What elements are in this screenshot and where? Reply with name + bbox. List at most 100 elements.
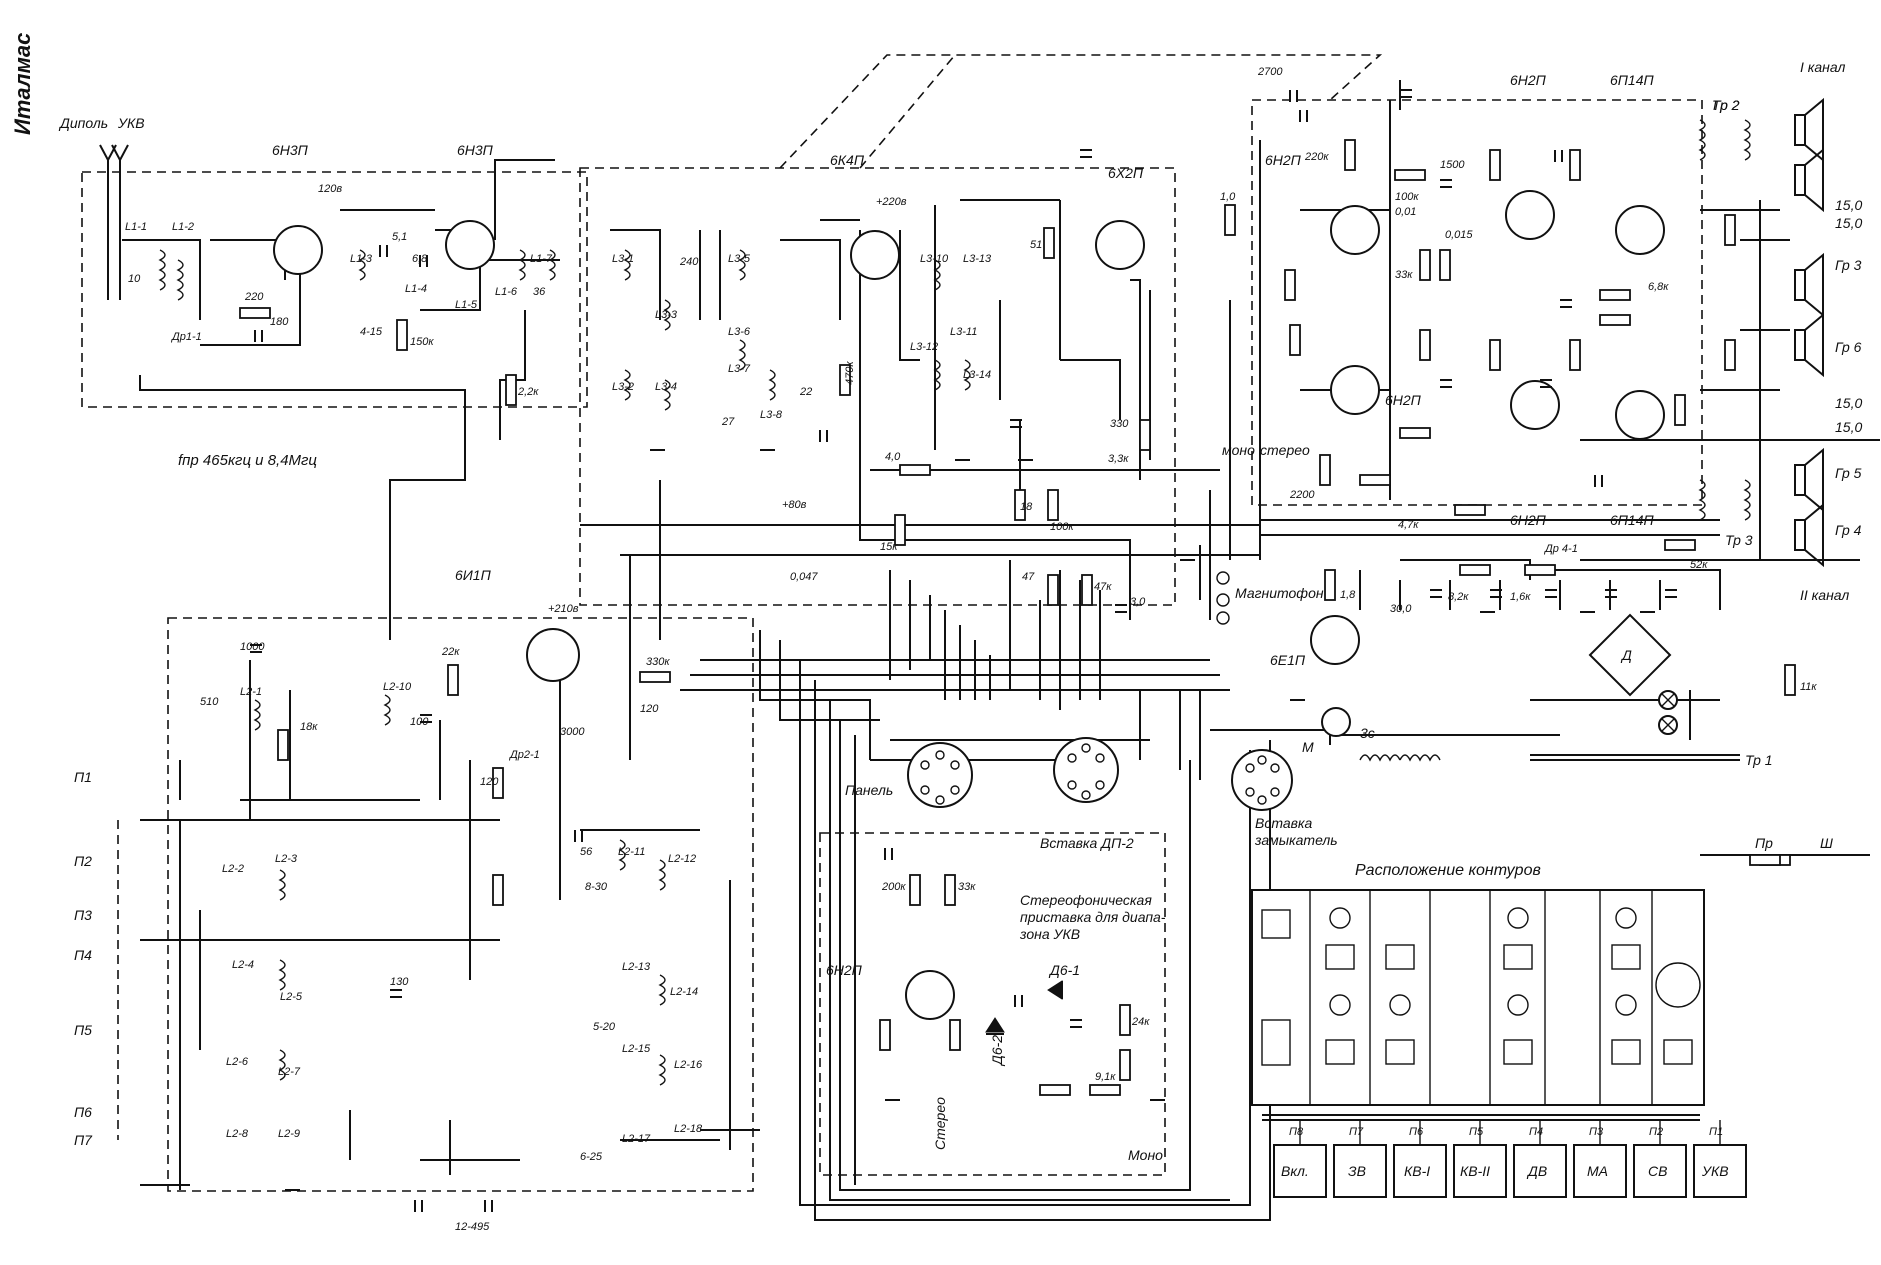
res-33k: 33к bbox=[1395, 269, 1413, 281]
band-button-ukv-code: П1 bbox=[1709, 1126, 1723, 1138]
mono-switch-label: Моно bbox=[1128, 1147, 1163, 1163]
band-button-vkl[interactable]: Вкл. П8 bbox=[1273, 1126, 1327, 1198]
cap-22: 22 bbox=[799, 386, 812, 398]
coil-l2-16: L2-16 bbox=[674, 1059, 703, 1071]
tube-6p14p-2 bbox=[1615, 390, 1665, 440]
res-47: 47 bbox=[1022, 571, 1035, 583]
side-title: Италмас bbox=[10, 33, 35, 135]
tube-label-1: 6Н3П bbox=[272, 142, 309, 158]
res-220k: 220к bbox=[1304, 151, 1329, 163]
cap-180: 180 bbox=[270, 316, 289, 328]
tube-6e1p bbox=[1310, 615, 1360, 665]
coil-l2-9: L2-9 bbox=[278, 1128, 300, 1140]
coil-l2-3: L2-3 bbox=[275, 853, 298, 865]
coil-l3-6: L3-6 bbox=[728, 326, 751, 338]
res-6-8k: 6,8к bbox=[1648, 281, 1669, 293]
band-button-ma[interactable]: МА П3 bbox=[1573, 1126, 1627, 1198]
band-button-ukv[interactable]: УКВ П1 bbox=[1693, 1126, 1747, 1198]
cap-27: 27 bbox=[721, 416, 735, 428]
cap-3000: 3000 bbox=[560, 726, 585, 738]
tube-label-3: 6К4П bbox=[830, 152, 865, 168]
tube-label-4: 6Х2П bbox=[1108, 165, 1144, 181]
value-labels: L1-1 L1-2 L1-3 L1-4 L1-5 L1-6 L1-7 L3-1 … bbox=[125, 66, 1817, 1233]
cap-100: 100 bbox=[410, 716, 429, 728]
tube-6p14p-1 bbox=[1615, 205, 1665, 255]
switch-row-p6: П6 bbox=[74, 1104, 92, 1120]
vhf-block-frame bbox=[81, 171, 588, 408]
res-120: 120 bbox=[480, 776, 499, 788]
tube-label-5: 6И1П bbox=[455, 567, 492, 583]
choke-dr2-1: Др2-1 bbox=[508, 749, 540, 761]
coil-l1-4: L1-4 bbox=[405, 283, 427, 295]
stereo-adapter-line-2: приставка для диапа- bbox=[1020, 909, 1166, 925]
coil-l2-13: L2-13 bbox=[622, 961, 651, 973]
res-9-1k: 9,1к bbox=[1095, 1071, 1116, 1083]
channel-2-label: II канал bbox=[1800, 587, 1849, 603]
capacitor-symbols bbox=[250, 89, 1677, 1212]
cap-510: 510 bbox=[200, 696, 219, 708]
coil-l2-8: L2-8 bbox=[226, 1128, 249, 1140]
tube-label-6: 6Н2П bbox=[1265, 152, 1302, 168]
band-button-sv-code: П2 bbox=[1649, 1126, 1663, 1138]
band-button-zv[interactable]: ЗВ П7 bbox=[1333, 1126, 1387, 1198]
res-200k: 200к bbox=[881, 881, 906, 893]
panel-socket[interactable] bbox=[907, 742, 973, 808]
cap-0-015: 0,015 bbox=[1445, 229, 1473, 241]
res-1-0: 1,0 bbox=[1220, 191, 1236, 203]
voltage-120: 120в bbox=[318, 183, 342, 195]
speaker-value-2: 15,0 bbox=[1835, 215, 1862, 231]
tube-6i1p bbox=[526, 628, 580, 682]
res-15k: 15к bbox=[880, 541, 898, 553]
band-buttons: Вкл. П8 ЗВ П7 КВ-I П6 КВ-II П5 ДВ П4 МА … bbox=[1273, 1120, 1747, 1198]
coil-l1-1: L1-1 bbox=[125, 221, 147, 233]
res-2-2k: 2,2к bbox=[517, 386, 539, 398]
coil-l3-4: L3-4 bbox=[655, 381, 677, 393]
magnetophone-jacks[interactable] bbox=[1216, 571, 1230, 625]
cap-240: 240 bbox=[679, 256, 699, 268]
plug-label: Ш bbox=[1820, 835, 1833, 851]
res-1-8: 1,8 bbox=[1340, 589, 1356, 601]
stereo-adapter-line-3: зона УКВ bbox=[1019, 926, 1080, 942]
tube-6n2p-d bbox=[1510, 380, 1560, 430]
speaker-label-1: Гр 2 bbox=[1713, 97, 1740, 113]
cap-8-30: 8-30 bbox=[585, 881, 608, 893]
speaker-value-3: 15,0 bbox=[1835, 395, 1862, 411]
switch-row-p4: П4 bbox=[74, 947, 92, 963]
res-52k: 52к bbox=[1690, 559, 1708, 571]
antenna-dipole-label: Диполь bbox=[58, 115, 108, 131]
band-button-kv1-label: КВ-I bbox=[1404, 1163, 1430, 1179]
dp2-insert-socket[interactable] bbox=[1053, 737, 1119, 803]
if-frequency-note: fпр 465кгц и 8,4Мгц bbox=[178, 452, 317, 469]
speakers bbox=[1794, 97, 1824, 568]
band-button-kv2-code: П5 bbox=[1469, 1126, 1484, 1138]
coil-l2-10: L2-10 bbox=[383, 681, 412, 693]
res-220: 220 bbox=[244, 291, 264, 303]
tube-label-2: 6Н3П bbox=[457, 142, 494, 158]
band-button-dv-code: П4 bbox=[1529, 1126, 1543, 1138]
res-22k: 22к bbox=[441, 646, 460, 658]
magnetophone-label: Магнитофон bbox=[1235, 585, 1324, 601]
coil-l1-6: L1-6 bbox=[495, 286, 518, 298]
res-330k: 330к bbox=[646, 656, 670, 668]
res-150k: 150к bbox=[410, 336, 434, 348]
insert-dp2-label: Вставка ДП-2 bbox=[1040, 835, 1134, 851]
switch-row-p3: П3 bbox=[74, 907, 92, 923]
choke-dr4-1: Др 4-1 bbox=[1543, 543, 1578, 555]
switch-row-p7: П7 bbox=[74, 1132, 93, 1148]
res-330: 330 bbox=[1110, 418, 1129, 430]
band-button-ma-code: П3 bbox=[1589, 1126, 1604, 1138]
diode-d6-2-label: Д6-2 bbox=[989, 1035, 1005, 1067]
coil-l2-5: L2-5 bbox=[280, 991, 303, 1003]
speaker-label-4: Гр 5 bbox=[1835, 465, 1862, 481]
closer-insert-socket[interactable] bbox=[1231, 749, 1293, 811]
tube-6n2p-b bbox=[1505, 190, 1555, 240]
stereo-adapter-line-1: Стереофоническая bbox=[1020, 892, 1152, 908]
switch-row-p2: П2 bbox=[74, 853, 92, 869]
tube-label-9: 6П14П bbox=[1610, 72, 1655, 88]
coil-l3-5: L3-5 bbox=[728, 253, 751, 265]
speaker-label-3: Гр 6 bbox=[1835, 339, 1862, 355]
coil-l2-12: L2-12 bbox=[668, 853, 696, 865]
coil-l3-3: L3-3 bbox=[655, 309, 678, 321]
fuse-symbol bbox=[1749, 854, 1781, 866]
